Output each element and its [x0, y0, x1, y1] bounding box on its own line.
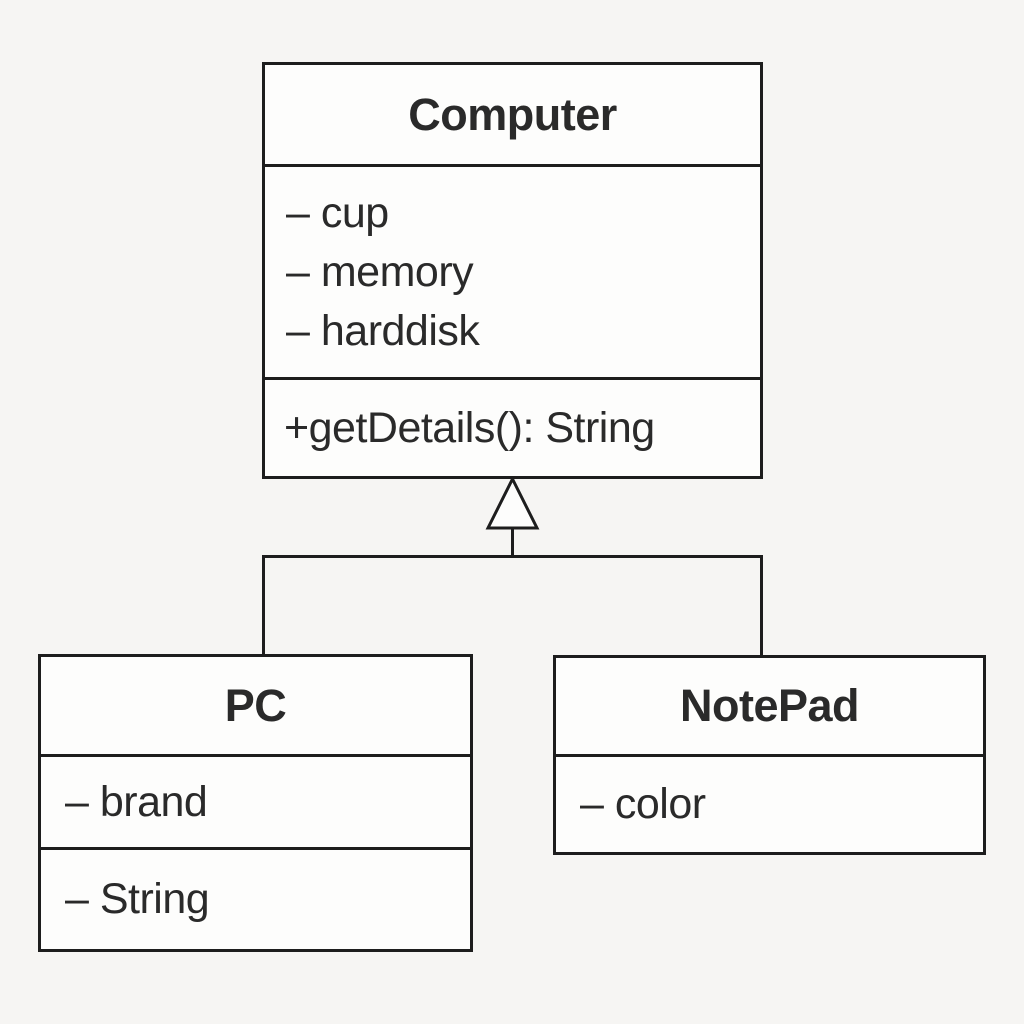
- class-box-pc: PC – brand – String: [38, 654, 473, 952]
- class-name-compartment: Computer: [265, 65, 760, 164]
- inheritance-arrow-icon: [485, 476, 540, 530]
- class-name-compartment: PC: [41, 657, 470, 754]
- connector-line-to-notepad: [760, 555, 763, 655]
- attribute-string: – String: [65, 875, 210, 923]
- attributes-compartment: – color: [556, 754, 983, 852]
- class-name-notepad: NotePad: [679, 680, 860, 731]
- attribute-brand: – brand: [65, 777, 208, 826]
- methods-compartment: +getDetails(): String: [265, 377, 760, 476]
- connector-horizontal-line: [262, 555, 763, 558]
- class-box-computer: Computer – cup – memory – harddisk +getD…: [262, 62, 763, 479]
- connector-stem-line: [511, 527, 514, 558]
- connector-line-to-pc: [262, 555, 265, 654]
- method-getdetails: +getDetails(): String: [284, 403, 655, 452]
- class-name-pc: PC: [224, 679, 287, 731]
- attribute-cup: – cup: [286, 188, 389, 237]
- attribute-color: – color: [580, 780, 706, 828]
- attributes-compartment: – brand: [41, 754, 470, 847]
- class-box-notepad: NotePad – color: [553, 655, 986, 855]
- class-name-computer: Computer: [408, 88, 617, 140]
- class-name-compartment: NotePad: [556, 658, 983, 754]
- attributes-compartment-2: – String: [41, 847, 470, 949]
- attribute-harddisk: – harddisk: [286, 306, 480, 355]
- attribute-memory: – memory: [286, 247, 474, 296]
- attributes-compartment: – cup – memory – harddisk: [265, 164, 760, 377]
